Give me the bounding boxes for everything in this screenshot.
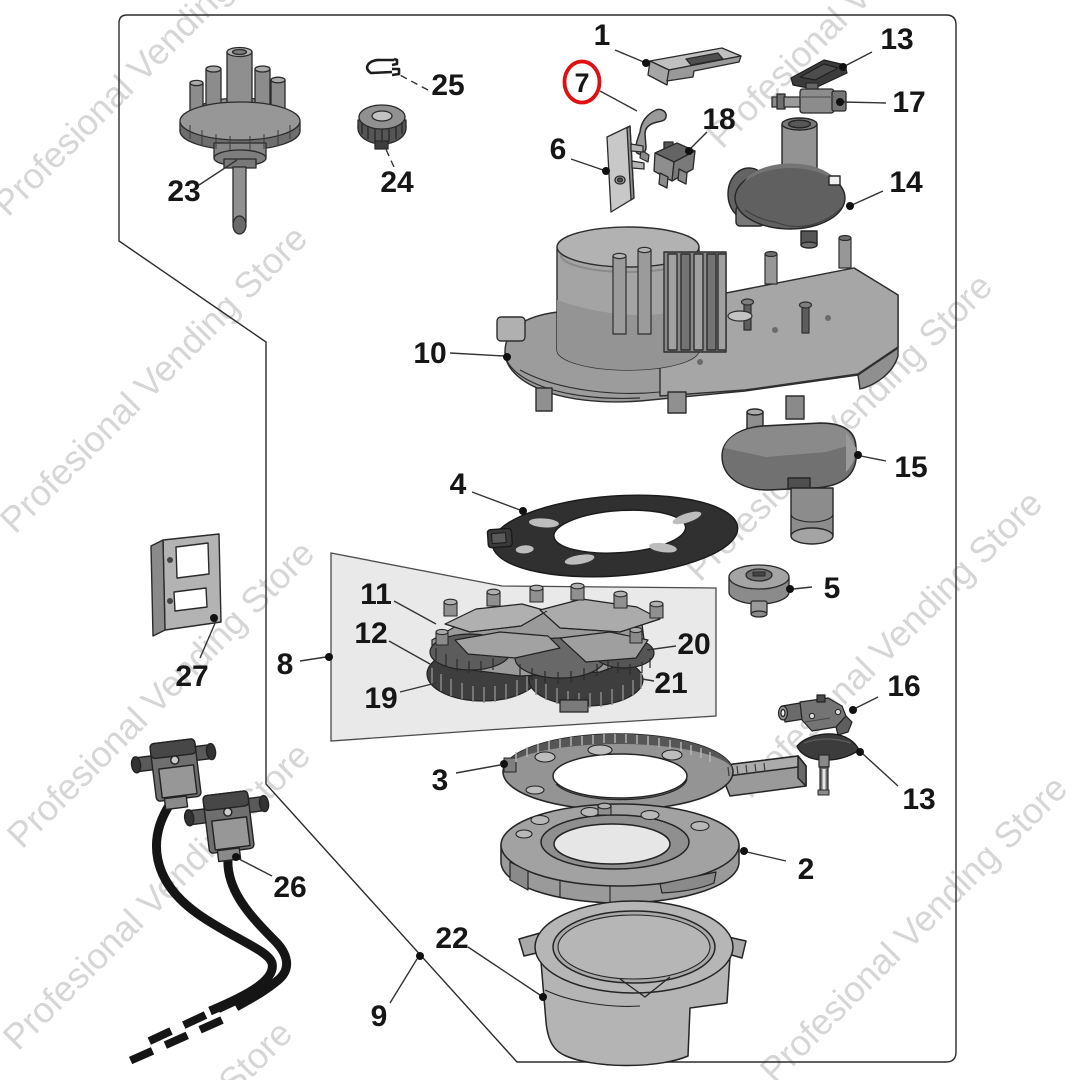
svg-text:19: 19 bbox=[364, 682, 397, 715]
svg-text:24: 24 bbox=[380, 166, 414, 199]
svg-text:8: 8 bbox=[277, 648, 294, 681]
svg-text:1: 1 bbox=[594, 19, 611, 52]
svg-text:14: 14 bbox=[889, 166, 923, 199]
svg-text:20: 20 bbox=[677, 628, 710, 661]
svg-text:17: 17 bbox=[892, 86, 925, 119]
svg-text:15: 15 bbox=[894, 451, 927, 484]
svg-text:26: 26 bbox=[273, 871, 306, 904]
svg-text:22: 22 bbox=[435, 922, 468, 955]
svg-text:18: 18 bbox=[702, 103, 735, 136]
svg-text:7: 7 bbox=[574, 68, 589, 98]
svg-text:3: 3 bbox=[432, 764, 449, 797]
svg-text:2: 2 bbox=[798, 853, 815, 886]
svg-text:25: 25 bbox=[431, 69, 464, 102]
svg-text:21: 21 bbox=[654, 667, 687, 700]
svg-text:10: 10 bbox=[413, 337, 446, 370]
svg-text:23: 23 bbox=[167, 175, 200, 208]
svg-text:13: 13 bbox=[880, 23, 913, 56]
svg-text:27: 27 bbox=[175, 660, 208, 693]
svg-text:16: 16 bbox=[887, 670, 920, 703]
svg-text:9: 9 bbox=[371, 1000, 388, 1033]
svg-text:12: 12 bbox=[354, 617, 387, 650]
svg-text:5: 5 bbox=[824, 572, 841, 605]
svg-text:11: 11 bbox=[360, 578, 392, 611]
svg-text:13: 13 bbox=[902, 783, 935, 816]
svg-text:4: 4 bbox=[450, 468, 467, 501]
svg-text:6: 6 bbox=[550, 133, 567, 166]
